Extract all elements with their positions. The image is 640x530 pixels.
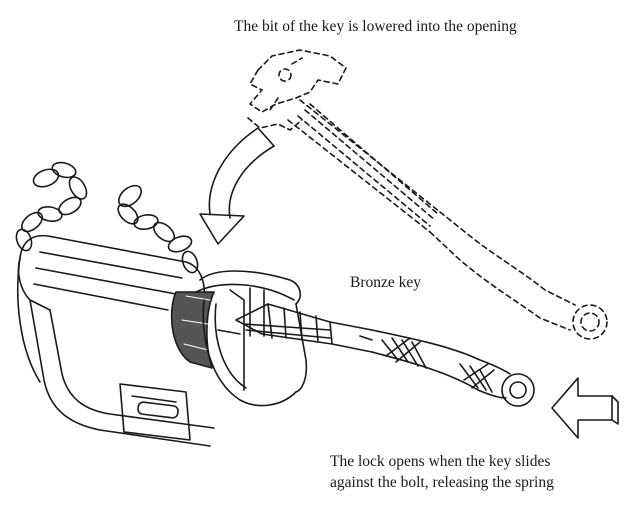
caption-bronze-key: Bronze key	[350, 274, 422, 291]
caption-lock-opens-line2: against the bolt, releasing the spring	[330, 474, 554, 491]
caption-bit-lowered: The bit of the key is lowered into the o…	[234, 18, 517, 35]
ghost-key	[247, 49, 608, 340]
chain-right	[117, 184, 199, 274]
caption-lock-opens: The lock opens when the key slides again…	[330, 451, 554, 493]
lock-opening	[170, 291, 215, 369]
chain-left	[15, 161, 88, 252]
inserted-key	[235, 303, 535, 407]
lock-body	[16, 234, 215, 447]
caption-lock-opens-line1: The lock opens when the key slides	[330, 453, 551, 470]
bolt-housing	[195, 270, 308, 407]
curved-arrow	[199, 127, 275, 245]
push-arrow	[551, 377, 619, 439]
